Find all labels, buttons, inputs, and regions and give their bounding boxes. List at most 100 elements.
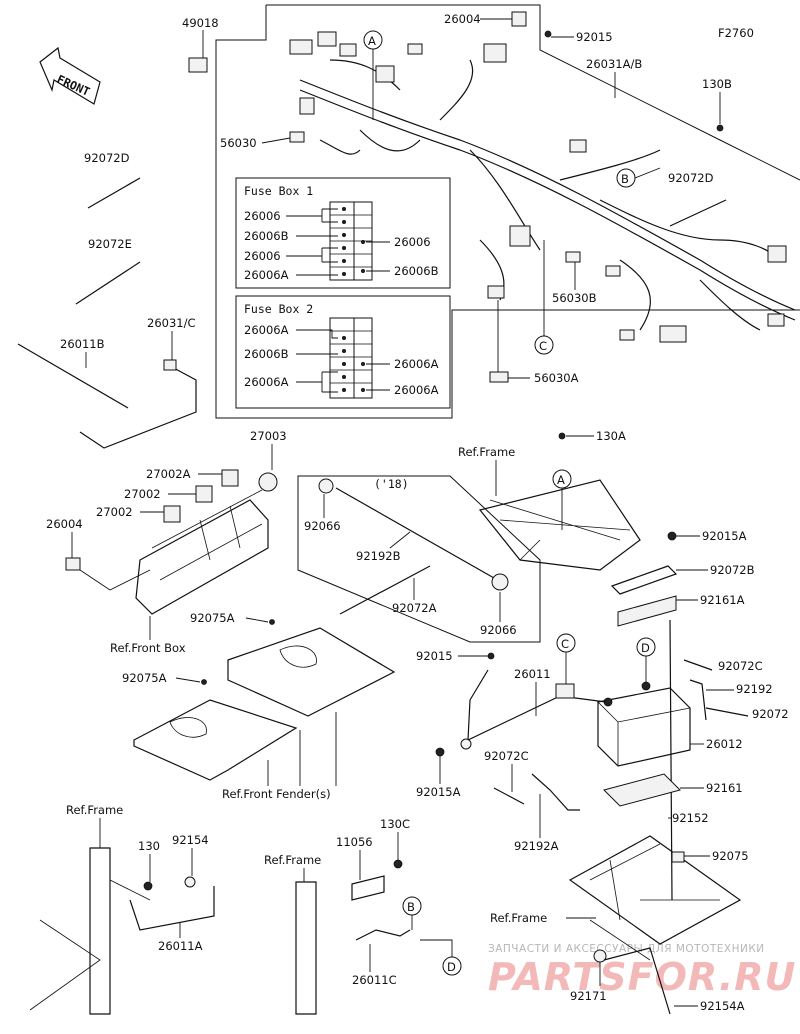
label-56030: 56030 [220, 136, 291, 150]
label-92072d-left: 92072D [84, 151, 141, 209]
label-26004-mid: 26004 [46, 517, 83, 531]
label-26011c: 26011C [352, 973, 397, 987]
label-92192a: 92192A [514, 839, 559, 853]
svg-text:('18): ('18) [374, 477, 409, 491]
label-26004-top: 26004 [444, 12, 512, 26]
battery-cable-26011: C [435, 633, 607, 757]
svg-text:26006B: 26006B [244, 229, 289, 243]
label-92075: 92075 [712, 849, 749, 863]
label-92192b: 92192B [356, 549, 401, 563]
label-27002-1: 27002 [124, 487, 161, 501]
svg-text:56030: 56030 [220, 136, 257, 150]
svg-text:26006B: 26006B [394, 264, 439, 278]
label-92072b: 92072B [710, 563, 755, 577]
label-27003: 27003 [250, 429, 287, 443]
battery-holder-parts [610, 531, 678, 901]
svg-text:26006: 26006 [244, 209, 281, 223]
svg-text:C: C [539, 339, 547, 353]
label-92066-1: 92066 [304, 519, 341, 533]
svg-text:26006A: 26006A [394, 383, 439, 397]
svg-text:92072D: 92072D [668, 171, 714, 185]
label-11056: 11056 [336, 835, 373, 849]
fuse-box-2: Fuse Box 2 26006A 26006B 26006A 26006A 2… [235, 295, 451, 409]
figure-code: F2760 [718, 26, 754, 40]
label-92154a: 92154A [700, 999, 745, 1013]
svg-text:D: D [641, 641, 650, 655]
svg-text:A: A [557, 473, 565, 487]
front-label: FRONT [55, 72, 92, 99]
label-92072: 92072 [752, 707, 789, 721]
label-92072d-right: 92072D [668, 171, 727, 227]
label-92154: 92154 [172, 833, 209, 847]
svg-text:B: B [621, 172, 629, 186]
svg-text:26006A: 26006A [244, 268, 289, 282]
label-92015a-1: 92015A [702, 529, 747, 543]
label-92161a: 92161A [700, 593, 745, 607]
ground-cable-26011c: B D [295, 859, 462, 1015]
svg-text:130B: 130B [702, 77, 732, 91]
ground-cable-26011a [29, 847, 215, 1015]
svg-text:56030B: 56030B [552, 291, 597, 305]
svg-text:A: A [368, 34, 376, 48]
label-130a: 130A [596, 429, 626, 443]
watermark-tagline: ЗАПЧАСТИ И АКСЕССУАРЫ ДЛЯ МОТОТЕХНИКИ [488, 943, 765, 955]
label-92075a-1: 92075A [190, 611, 235, 625]
label-130b: 130B [702, 77, 732, 124]
svg-text:26011B: 26011B [60, 337, 105, 351]
main-wire-harness [289, 11, 796, 343]
front-box-assembly [65, 469, 278, 615]
svg-text:B: B [407, 900, 415, 914]
svg-text:26006A: 26006A [394, 357, 439, 371]
label-26031ab: 26031A/B [586, 57, 642, 98]
label-92072c-1: 92072C [718, 659, 763, 673]
ref-front-fender: Ref.Front Fender(s) [222, 787, 331, 801]
fuse-box-2-title: Fuse Box 2 [244, 302, 313, 316]
year-18-inset: ('18) [297, 475, 541, 643]
svg-text:D: D [447, 960, 456, 974]
svg-text:26006A: 26006A [244, 323, 289, 337]
label-26011b: 26011B [17, 337, 129, 409]
svg-text:92015: 92015 [576, 30, 613, 44]
label-92015-mid: 92015 [416, 649, 453, 663]
label-130c: 130C [380, 817, 410, 831]
svg-text:92072D: 92072D [84, 151, 130, 165]
front-fender-panels [133, 619, 396, 781]
svg-text:26006: 26006 [244, 249, 281, 263]
ref-frame-3: Ref.Frame [264, 853, 321, 867]
label-92192: 92192 [736, 682, 773, 696]
ref-frame-1: Ref.Frame [458, 445, 515, 459]
ref-circle-b-top: B [616, 167, 661, 188]
svg-text:92072E: 92072E [88, 237, 132, 251]
ref-circle-a-top: A [363, 30, 383, 120]
label-92075a-2: 92075A [122, 671, 167, 685]
label-92015-top: 92015 [551, 30, 613, 44]
label-27002a: 27002A [146, 467, 191, 481]
ref-front-box: Ref.Front Box [110, 641, 186, 655]
front-arrow-icon: FRONT [39, 46, 101, 105]
svg-text:26006: 26006 [394, 235, 431, 249]
label-26012: 26012 [706, 737, 743, 751]
label-26031c: 26031/C [79, 316, 197, 449]
ref-circle-c-top: C [534, 240, 554, 355]
label-56030a: 56030A [489, 300, 579, 385]
label-26011: 26011 [514, 667, 551, 681]
svg-text:26006B: 26006B [244, 347, 289, 361]
fuse-box-1-title: Fuse Box 1 [244, 184, 313, 198]
label-92152: 92152 [672, 811, 709, 825]
label-27002-2: 27002 [96, 505, 133, 519]
label-92015a-2: 92015A [416, 785, 461, 799]
battery-tray [568, 835, 742, 1015]
battery: D [597, 637, 691, 807]
fuse-box-1: Fuse Box 1 26006 26006B 26006 26006A 260… [235, 177, 451, 289]
svg-text:49018: 49018 [182, 16, 219, 30]
svg-text:56030A: 56030A [534, 371, 579, 385]
label-56030b: 56030B [552, 251, 597, 305]
label-92072a: 92072A [392, 601, 437, 615]
ref-frame-2: Ref.Frame [66, 803, 123, 817]
label-130: 130 [138, 839, 160, 853]
svg-text:26031/C: 26031/C [147, 316, 196, 330]
svg-text:C: C [561, 637, 569, 651]
label-26011a: 26011A [158, 939, 203, 953]
frame-section-a: A [478, 432, 641, 571]
svg-text:26031A/B: 26031A/B [586, 57, 642, 71]
